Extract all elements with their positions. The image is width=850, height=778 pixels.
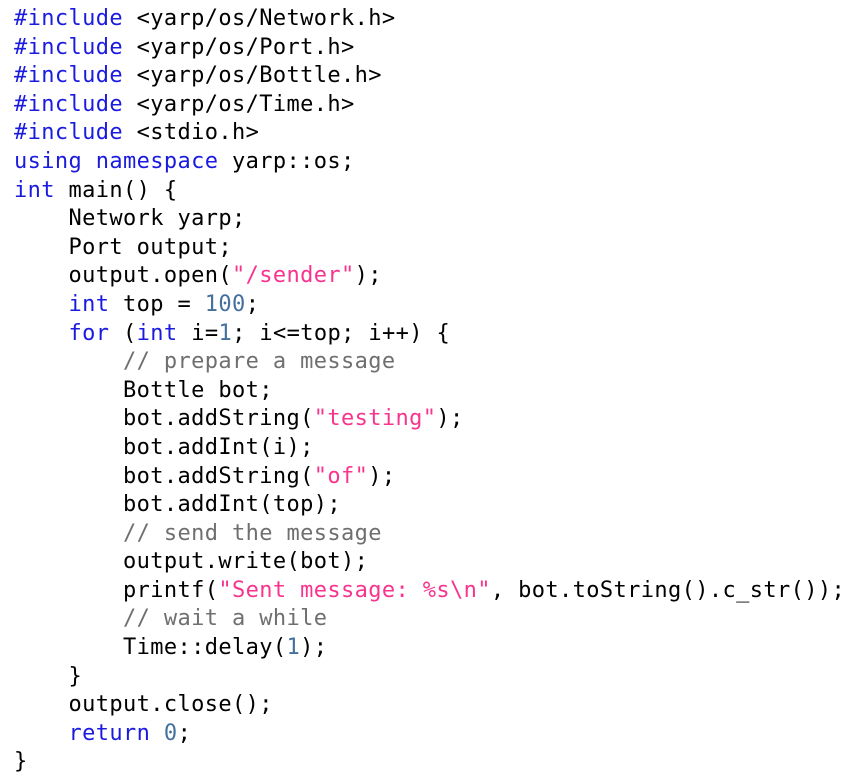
code-token-kw: return [68,720,151,746]
code-token-plain: <yarp/os/Network.h> [123,6,396,31]
code-token-plain: Port output; [14,234,233,260]
code-token-plain: bot.addInt(top); [14,492,342,518]
code-token-plain: } [14,749,28,775]
code-line: bot.addInt(top); [14,491,850,520]
code-token-plain: ); [300,635,328,661]
code-line: bot.addInt(i); [14,434,850,463]
code-token-plain: ; i<=top; i++) { [232,320,451,346]
code-token-plain: printf( [14,577,219,603]
code-token-kw: #include [14,63,124,89]
code-line: Time::delay(1); [14,634,850,663]
code-token-str: "Sent message: %s\n" [218,577,491,603]
code-token-plain [14,292,69,317]
code-line: // prepare a message [14,348,850,377]
code-token-plain: output.close(); [14,692,273,718]
code-line: #include <yarp/os/Time.h> [14,91,850,120]
code-token-plain: , bot.toString().c_str()); [490,577,846,603]
code-token-str: "of" [313,463,369,489]
code-line: int main() { [14,177,850,206]
code-token-str: "/sender" [232,263,355,289]
code-token-plain: ); [354,263,382,289]
code-line: #include <stdio.h> [14,119,850,148]
code-line: #include <yarp/os/Bottle.h> [14,62,850,91]
code-token-plain: <yarp/os/Bottle.h> [123,63,382,89]
code-token-plain: ); [436,406,464,432]
code-line: output.close(); [14,691,850,720]
code-token-plain: <yarp/os/Time.h> [123,91,355,117]
code-line: Bottle bot; [14,377,850,406]
code-token-num: 1 [286,635,301,661]
code-line: output.open("/sender"); [14,262,850,291]
code-line: Port output; [14,234,850,263]
code-token-plain: <stdio.h> [123,120,260,146]
code-token-kw: int [136,320,178,346]
code-token-str: "testing" [313,406,437,432]
code-token-kw: #include [14,6,124,31]
code-line: #include <yarp/os/Network.h> [14,5,850,34]
code-token-plain: main() { [54,177,178,203]
code-token-num: 1 [218,320,233,346]
code-token-plain: ); [368,463,396,489]
code-token-plain: bot.addString( [14,463,314,489]
code-token-plain: i= [177,320,219,346]
code-line: using namespace yarp::os; [14,148,850,177]
code-token-plain: ; [245,291,260,317]
code-token-plain: Bottle bot; [14,377,273,403]
code-token-cmt: // wait a while [14,606,328,632]
code-line: // wait a while [14,605,850,634]
code-line: } [14,663,850,692]
code-line: } [14,748,850,777]
code-token-plain: bot.addString( [14,406,314,432]
code-token-plain: bot.addInt(i); [14,434,314,460]
code-line: int top = 100; [14,291,850,320]
code-token-kw: #include [14,120,124,146]
code-token-plain: Time::delay( [14,635,287,661]
code-line: return 0; [14,720,850,749]
code-token-num: 0 [163,720,178,746]
code-token-num: 100 [204,291,246,317]
code-token-plain: ; [177,720,192,746]
code-token-kw: using namespace [14,148,219,174]
code-token-kw: #include [14,34,124,60]
code-line: printf("Sent message: %s\n", bot.toStrin… [14,577,850,606]
code-token-plain: <yarp/os/Port.h> [123,34,355,60]
code-token-kw: #include [14,91,124,117]
code-token-kw: for [68,320,110,346]
code-token-kw: int [14,177,55,203]
code-line: bot.addString("testing"); [14,405,850,434]
code-token-plain [150,721,164,746]
code-line: #include <yarp/os/Port.h> [14,34,850,63]
code-token-plain [14,321,69,346]
code-line: for (int i=1; i<=top; i++) { [14,320,850,349]
code-token-plain: Network yarp; [14,206,246,232]
code-token-kw: int [68,291,110,317]
code-token-plain [14,721,69,746]
code-token-plain: top = [109,291,205,317]
code-token-cmt: // prepare a message [14,349,396,375]
code-token-cmt: // send the message [14,520,382,546]
code-token-plain: output.write(bot); [14,549,369,575]
code-token-plain: yarp::os; [218,148,355,174]
code-token-plain: } [14,663,83,689]
code-line: Network yarp; [14,205,850,234]
code-line: output.write(bot); [14,548,850,577]
code-token-plain: output.open( [14,263,233,289]
code-line: // send the message [14,520,850,549]
code-token-plain: ( [109,320,137,346]
code-line: bot.addString("of"); [14,463,850,492]
